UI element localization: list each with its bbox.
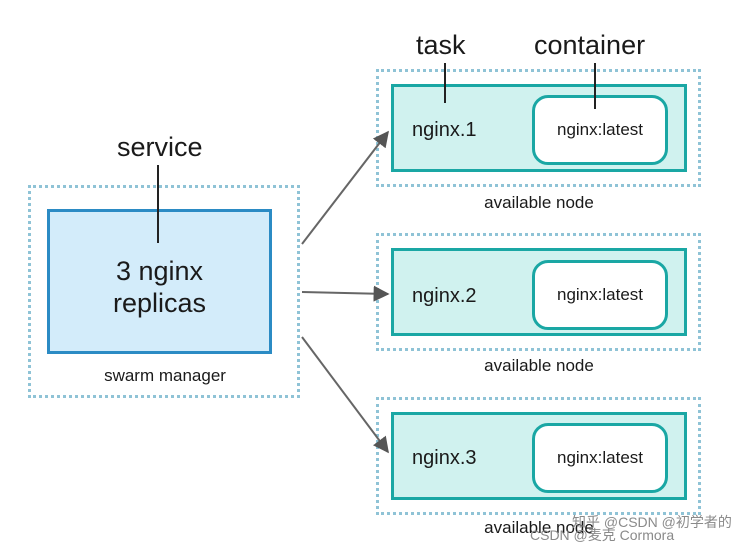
node-2-caption: available node [484,356,594,375]
arrow-to-node-3 [301,336,389,454]
swarm-manager-caption: swarm manager [104,366,226,385]
container-callout-line [594,63,596,109]
node-1-box: nginx.1 nginx:latest [391,84,687,172]
container-3: nginx:latest [532,423,668,493]
watermark-line-2: CSDN @麦克 Cormora [530,527,675,543]
container-callout: container [534,30,646,60]
available-node-1 [376,69,701,187]
task-label-1: nginx.1 [412,119,477,141]
container-label-1: nginx:latest [557,120,643,139]
node-3-caption: available node [484,518,594,537]
available-node-3 [376,397,701,515]
container-label-3: nginx:latest [557,448,643,467]
node-3-box: nginx.3 nginx:latest [391,412,687,500]
container-1: nginx:latest [532,95,668,165]
service-callout: service [117,132,203,162]
task-label-2: nginx.2 [412,285,477,307]
service-text-line1: 3 nginx [115,256,204,286]
arrow-to-node-2 [301,285,390,302]
service-callout-line [157,165,159,243]
service-box: 3 nginx replicas [47,209,272,354]
task-callout: task [416,30,466,60]
task-callout-line [444,63,446,103]
watermark-line-1: 知乎 @CSDN @初学者的bug [572,514,732,530]
node-1-caption: available node [484,193,594,212]
node-2-box: nginx.2 nginx:latest [391,248,687,336]
swarm-manager-area [28,185,300,398]
container-2: nginx:latest [532,260,668,330]
task-label-3: nginx.3 [412,447,477,469]
service-text-line2: replicas [112,288,207,318]
arrow-to-node-1 [301,130,389,245]
container-label-2: nginx:latest [557,285,643,304]
